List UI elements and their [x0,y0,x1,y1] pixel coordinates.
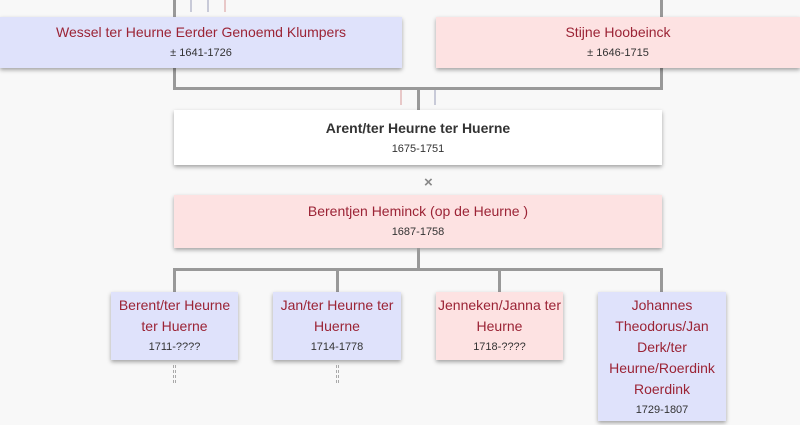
person-name: Johannes Theodorus/Jan Derk/ter Heurne/R… [609,297,715,397]
person-dates: 1729-1807 [635,404,689,416]
person-name: Berent/ter Heurne ter Huerne [118,297,231,334]
line-marker [190,0,192,12]
person-dates: 1687-1758 [391,226,445,238]
child-card[interactable]: Jan/ter Heurne ter Huerne 1714-1778 [273,292,401,360]
connector [417,248,420,271]
mother-card[interactable]: Stijne Hoobeinck ± 1646-1715 [436,17,800,68]
descendants-indicator[interactable] [336,365,339,383]
person-name: Stijne Hoobeinck [565,24,671,40]
connector [336,268,339,293]
person-dates: 1711-???? [148,341,201,353]
person-dates: ± 1641-1726 [170,47,232,59]
line-marker [207,0,209,12]
connector [417,87,420,111]
line-marker [224,0,226,12]
person-dates: 1675-1751 [391,143,445,155]
person-name: Arent/ter Heurne ter Huerne [325,120,511,136]
person-dates: 1714-1778 [310,341,364,353]
person-name: Jan/ter Heurne ter Huerne [280,297,394,334]
person-dates: ± 1646-1715 [587,47,649,59]
person-name: Jenneken/Janna ter Heurne [438,297,561,334]
person-name: Wessel ter Heurne Eerder Genoemd Klumper… [56,24,346,40]
marriage-icon: × [424,174,433,191]
child-card[interactable]: Johannes Theodorus/Jan Derk/ter Heurne/R… [598,292,726,421]
child-card[interactable]: Berent/ter Heurne ter Huerne 1711-???? [111,292,238,360]
person-name: Berentjen Heminck (op de Heurne ) [307,203,529,219]
spouse-card[interactable]: Berentjen Heminck (op de Heurne ) 1687-1… [174,195,662,248]
connector [660,268,663,293]
connector [173,268,663,271]
focus-person-card[interactable]: Arent/ter Heurne ter Huerne 1675-1751 [174,110,662,165]
child-card[interactable]: Jenneken/Janna ter Heurne 1718-???? [436,292,563,360]
connector [498,268,501,293]
connector [173,268,176,293]
descendants-indicator[interactable] [173,365,176,383]
father-card[interactable]: Wessel ter Heurne Eerder Genoemd Klumper… [0,17,402,68]
line-marker [434,90,436,105]
person-dates: 1718-???? [473,341,526,353]
line-marker [400,90,402,105]
